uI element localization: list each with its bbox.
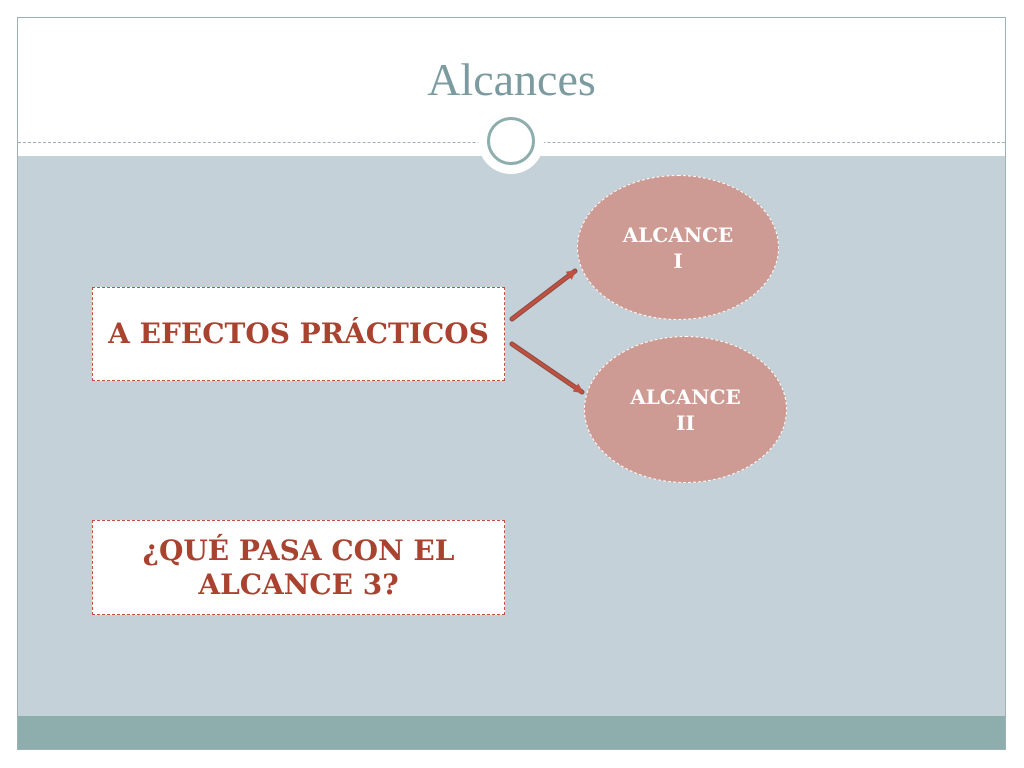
alcance-1-ellipse: ALCANCE I — [577, 175, 779, 320]
alcance-2-ellipse: ALCANCE II — [584, 336, 787, 483]
footer-band — [18, 716, 1005, 749]
efectos-practicos-label: A EFECTOS PRÁCTICOS — [108, 317, 489, 350]
alcance-2-label: ALCANCE II — [630, 384, 741, 435]
slide-title: Alcances — [427, 54, 596, 105]
ring-inner-icon — [487, 117, 535, 165]
alcance-3-question-box: ¿QUÉ PASA CON EL ALCANCE 3? — [92, 520, 505, 615]
efectos-practicos-box: A EFECTOS PRÁCTICOS — [92, 287, 505, 381]
alcance-3-question-label: ¿QUÉ PASA CON EL ALCANCE 3? — [142, 533, 455, 601]
content-band — [18, 156, 1005, 716]
alcance-1-label: ALCANCE I — [622, 222, 734, 273]
